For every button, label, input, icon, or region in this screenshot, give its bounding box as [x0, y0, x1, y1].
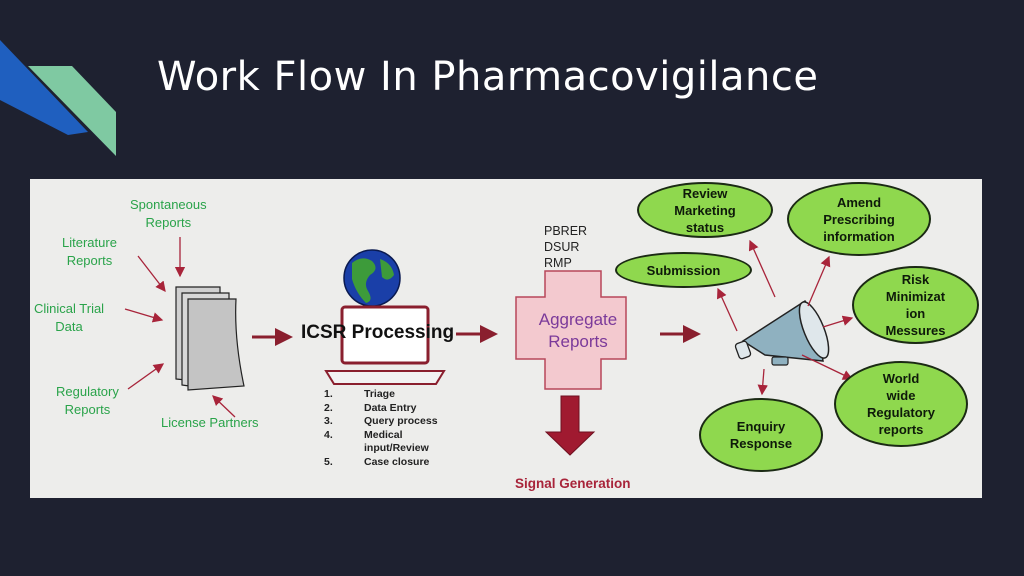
list-item: 4.Medical input/Review	[324, 428, 429, 455]
source-spontaneous-reports: Spontaneous Reports	[130, 197, 207, 230]
document-stack-icon	[175, 286, 245, 391]
signal-generation-label: Signal Generation	[515, 476, 631, 491]
laptop-icon	[324, 305, 446, 385]
aggregate-cross-shape	[515, 270, 627, 390]
flow-arrows	[252, 325, 701, 346]
list-item: 3.Query process	[324, 415, 438, 427]
aggregate-report-types: PBRER DSUR RMP	[544, 223, 587, 271]
output-risk-minimization-messures: Risk Minimizat ion Messures	[852, 266, 979, 344]
report-type-item: PBRER	[544, 224, 588, 238]
icsr-processing-label: ICSR Processing	[301, 322, 455, 343]
aggregate-reports-label: Aggregate Reports	[538, 310, 618, 351]
source-literature-reports: Literature Reports	[62, 235, 117, 268]
slide-title: Work Flow In Pharmacovigilance	[157, 54, 819, 100]
list-item: 1.Triage	[324, 388, 395, 400]
megaphone-icon	[734, 299, 830, 366]
source-license-partners: License Partners	[161, 415, 259, 430]
workflow-diagram: Spontaneous Reports Literature Reports C…	[30, 179, 982, 498]
output-submission: Submission	[615, 252, 752, 288]
list-item: 2.Data Entry	[324, 401, 417, 414]
list-item: 5.Case closure	[324, 455, 430, 468]
output-worldwide-regulatory-reports: World wide Regulatory reports	[834, 361, 968, 447]
globe-icon	[343, 249, 401, 307]
corner-accent-shape	[0, 40, 116, 156]
source-clinical-trial-data: Clinical Trial Data	[34, 301, 105, 334]
report-type-item: RMP	[544, 256, 572, 270]
output-arrows	[717, 239, 854, 396]
signal-down-arrow-icon	[544, 395, 596, 456]
output-review-marketing-status: Review Marketing status	[637, 182, 773, 238]
source-arrows	[124, 237, 236, 418]
output-enquiry-response: Enquiry Response	[699, 398, 823, 472]
output-amend-prescribing-information: Amend Prescribing information	[787, 182, 931, 256]
source-regulatory-reports: Regulatory Reports	[56, 384, 119, 417]
report-type-item: DSUR	[544, 240, 580, 254]
icsr-steps-list: 1.Triage 2.Data Entry 3.Query process 4.…	[324, 388, 438, 469]
